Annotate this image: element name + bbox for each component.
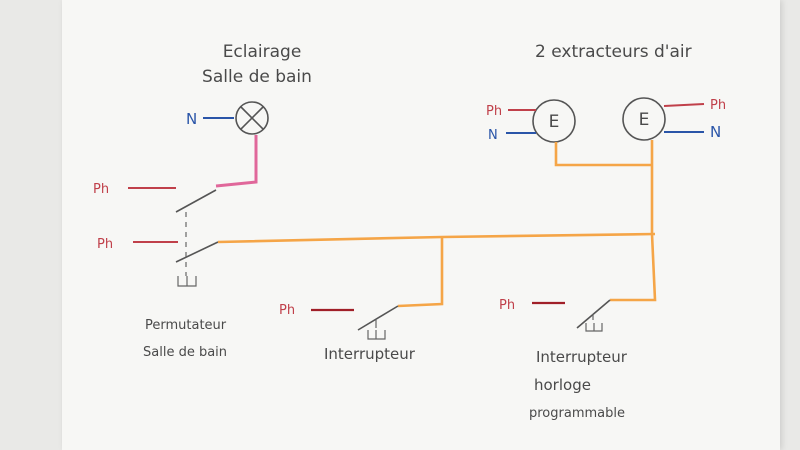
extractor-right: E	[622, 97, 666, 141]
extractor-left-letter: E	[549, 112, 560, 132]
extractor-right-phase-label: Ph	[710, 98, 726, 113]
interrupteur-push-symbol	[367, 330, 386, 340]
extractor-left-phase-label: Ph	[486, 104, 502, 119]
permutateur-phase-top-label: Ph	[93, 182, 109, 197]
horloge-label-line1: Interrupteur	[536, 348, 628, 366]
lighting-title-line2: Salle de bain	[202, 67, 312, 87]
orange-bus-wire	[217, 232, 656, 244]
horloge-push-symbol	[585, 323, 603, 332]
extractor-right-phase-wire	[663, 103, 705, 107]
horloge-label-line2: horloge	[534, 376, 591, 394]
extractors-title: 2 extracteurs d'air	[535, 42, 692, 62]
permutateur-label-line1: Permutateur	[145, 318, 227, 333]
lamp-symbol	[235, 101, 269, 135]
extractors-drop-orange-wire	[610, 140, 657, 302]
extractor-left: E	[532, 99, 576, 143]
permutateur-label-line2: Salle de bain	[143, 345, 227, 360]
interrupteur-contact	[357, 305, 399, 331]
interrupteur-label: Interrupteur	[324, 345, 416, 363]
permutateur-contact-top	[175, 189, 217, 213]
paper-sheet	[62, 0, 780, 450]
permutateur-push-symbol	[177, 276, 197, 287]
extractor-right-neutral-label: N	[710, 123, 721, 141]
lighting-title-line1: Eclairage	[223, 42, 302, 62]
lamp-pink-wire	[215, 135, 258, 188]
horloge-phase-label: Ph	[499, 298, 515, 313]
interrupteur-phase-label: Ph	[279, 303, 295, 318]
extractor-left-orange-wire	[554, 142, 652, 167]
lamp-neutral-label: N	[186, 110, 197, 128]
extractor-right-letter: E	[639, 110, 650, 130]
interrupteur-orange-wire	[397, 237, 444, 308]
permutateur-contact-bottom	[175, 241, 219, 263]
extractor-left-neutral-label: N	[488, 128, 498, 143]
permutateur-phase-bottom-label: Ph	[97, 237, 113, 252]
horloge-label-line3: programmable	[529, 406, 625, 421]
